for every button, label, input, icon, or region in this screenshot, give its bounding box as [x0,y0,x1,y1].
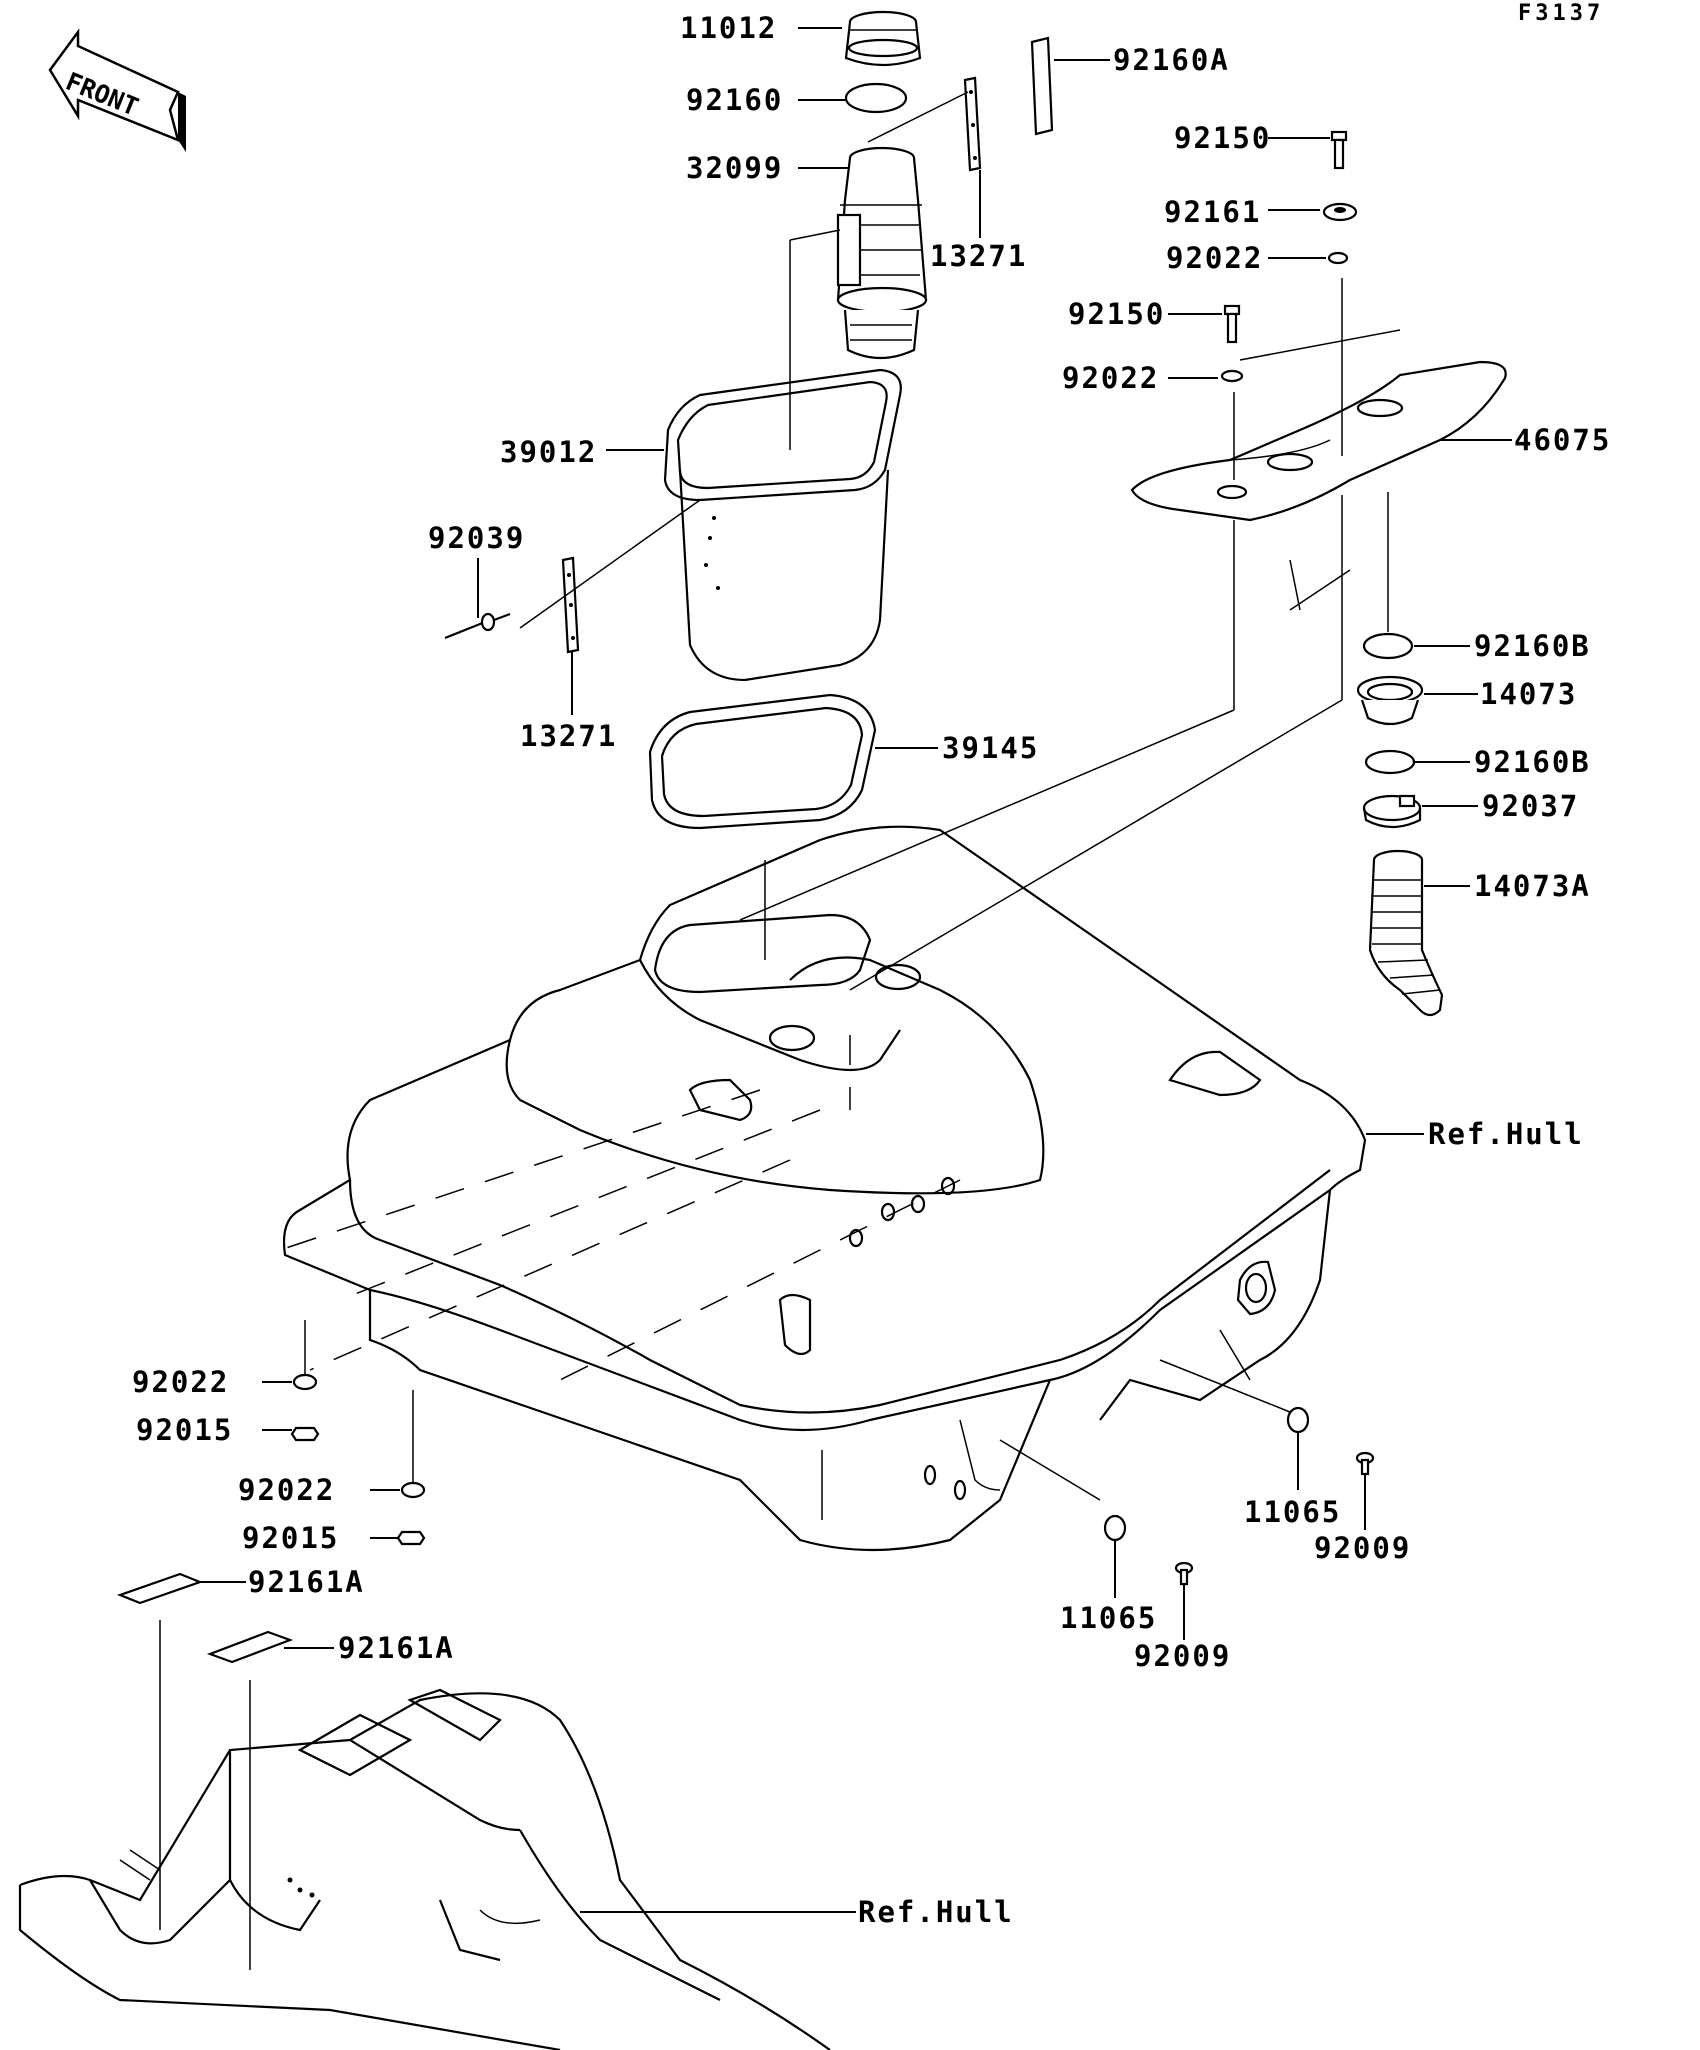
label-13271-top: 13271 [930,239,1027,273]
label-92022-c: 92022 [132,1365,229,1399]
part-labels: 11012 92160 32099 92160A 13271 92150 921… [132,11,1611,1929]
bolt-92150-b-icon [1223,304,1241,344]
o-ring-92160-icon [844,82,908,114]
label-92150-b: 92150 [1068,297,1165,331]
label-ref-hull-2: Ref.Hull [858,1895,1014,1929]
grommet-11065-b-icon [1103,1514,1127,1542]
label-39012: 39012 [500,435,597,469]
filler-neck-32099-icon [836,146,928,360]
label-92009-a: 92009 [1314,1531,1411,1565]
hose-14073A-icon [1368,849,1444,1017]
nut-92015-b-icon [396,1530,426,1546]
label-92150-a: 92150 [1174,121,1271,155]
washer-92022-b-icon [1220,369,1244,383]
nut-92015-a-icon [290,1426,320,1442]
label-92160B-a: 92160B [1474,629,1591,663]
bracket-13271-top-icon [963,76,982,172]
label-92015-a: 92015 [136,1413,233,1447]
label-46075: 46075 [1514,423,1611,457]
label-32099: 32099 [686,151,783,185]
label-92022-d: 92022 [238,1473,335,1507]
label-92015-b: 92015 [242,1521,339,1555]
screw-92009-a-icon [1355,1451,1375,1476]
washer-92022-a-icon [1327,251,1349,265]
clamp-92037-icon [1362,794,1422,829]
hull-icon [282,825,1367,1552]
label-92160A: 92160A [1113,43,1230,77]
grommet-92161-icon [1322,202,1358,222]
washer-92022-c-icon [292,1373,318,1391]
rear-hull-icon [18,1688,831,2050]
washer-92022-d-icon [400,1481,426,1499]
label-92160: 92160 [686,83,783,117]
label-92037: 92037 [1482,789,1579,823]
label-92022-a: 92022 [1166,241,1263,275]
cover-46075-icon [1130,360,1507,522]
label-92009-b: 92009 [1134,1639,1231,1673]
label-14073A: 14073A [1474,869,1591,903]
label-39145: 39145 [942,731,1039,765]
strip-92160A-icon [1030,36,1054,136]
screw-92009-b-icon [1174,1561,1194,1586]
diagram-code: F3137 [1518,1,1604,26]
storage-box-39012-icon [663,368,902,682]
label-ref-hull-1: Ref.Hull [1428,1117,1584,1151]
grommet-11065-a-icon [1286,1406,1310,1434]
decal-92161A-b-icon [206,1630,294,1664]
label-92039: 92039 [428,521,525,555]
cap-11012-icon [844,10,922,67]
bolt-92150-a-icon [1330,130,1348,170]
bracket-13271-bottom-icon [561,556,580,654]
o-ring-92160B-a-icon [1362,632,1414,660]
pin-92039-icon [444,612,511,640]
label-92161A-b: 92161A [338,1631,455,1665]
decal-92161A-a-icon [116,1572,204,1605]
gasket-39145-icon [648,693,877,830]
leader-lines [159,27,1512,1970]
o-ring-92160B-b-icon [1364,749,1416,775]
fitting-14073-icon [1356,675,1424,726]
label-11065-a: 11065 [1244,1495,1341,1529]
label-92022-b: 92022 [1062,361,1159,395]
label-11012: 11012 [680,11,777,45]
label-11065-b: 11065 [1060,1601,1157,1635]
label-92161A-a: 92161A [248,1565,365,1599]
label-14073: 14073 [1480,677,1577,711]
label-92160B-b: 92160B [1474,745,1591,779]
label-92161: 92161 [1164,195,1261,229]
label-13271-bottom: 13271 [520,719,617,753]
front-arrow-icon: FRONT [48,28,186,152]
